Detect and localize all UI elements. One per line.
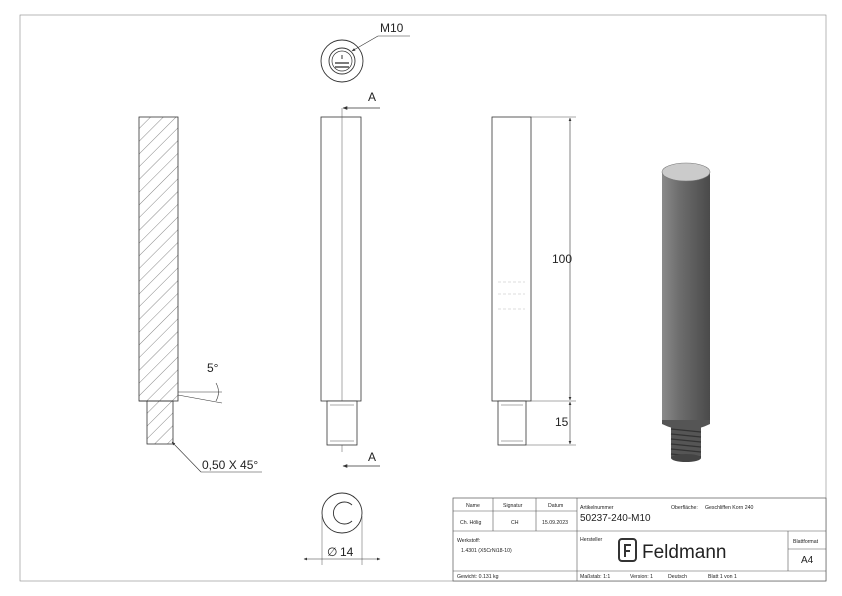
- sheet-format-label: Blattformat: [793, 539, 819, 545]
- manufacturer-label: Hersteller: [580, 537, 602, 543]
- section-thread: [146, 400, 174, 445]
- section-marker-bottom: A: [368, 450, 376, 464]
- angle-label: 5°: [207, 361, 219, 375]
- date-header: Datum: [548, 503, 563, 509]
- signature-header: Signatur: [503, 503, 523, 509]
- end-view-threaded: M10: [320, 21, 410, 83]
- article-label: Artikelnummer: [580, 505, 614, 511]
- length-thread-label: 15: [555, 415, 569, 429]
- chamfer-leader: [171, 441, 202, 473]
- isometric-render: [661, 162, 711, 462]
- date-value: 15.09.2023: [542, 520, 568, 526]
- sheet-number: Blatt 1 von 1: [708, 574, 737, 580]
- side-view: 100 15: [491, 116, 576, 446]
- scale: Maßstab: 1:1: [580, 574, 610, 580]
- weight: Gewicht: 0.131 kg: [457, 574, 499, 580]
- material-label: Werkstoff:: [457, 538, 480, 544]
- diameter-symbol: ∅: [327, 545, 337, 559]
- article-number: 50237-240-M10: [580, 513, 651, 524]
- material-value: 1.4301 (X5CrNi18-10): [461, 548, 512, 554]
- end-view-plain: ∅ 14: [303, 492, 381, 565]
- thread-label: M10: [380, 21, 404, 35]
- sheet-format-value: A4: [801, 555, 814, 566]
- version: Version: 1: [630, 574, 653, 580]
- brand-name: Feldmann: [642, 542, 727, 563]
- thread-leader: [351, 35, 379, 52]
- feldmann-logo-icon: [618, 538, 637, 562]
- section-marker-top: A: [368, 90, 376, 104]
- length-main-label: 100: [552, 252, 572, 266]
- surface-label: Oberfläche:: [671, 505, 698, 511]
- name-value: Ch. Hölig: [460, 520, 481, 526]
- front-view: A A: [320, 90, 380, 468]
- diameter-label: 14: [340, 545, 354, 559]
- name-header: Name: [466, 503, 480, 509]
- signature-value: CH: [511, 520, 519, 526]
- chamfer-label: 0,50 X 45°: [202, 458, 258, 472]
- section-view: 5° 0,50 X 45°: [138, 116, 262, 473]
- section-body: [138, 116, 179, 402]
- language: Deutsch: [668, 574, 687, 580]
- surface-value: Geschliffen Korn 240: [705, 505, 753, 511]
- drawing-frame: [19, 14, 827, 582]
- title-block: Name Signatur Datum Ch. Hölig CH 15.09.2…: [452, 497, 827, 582]
